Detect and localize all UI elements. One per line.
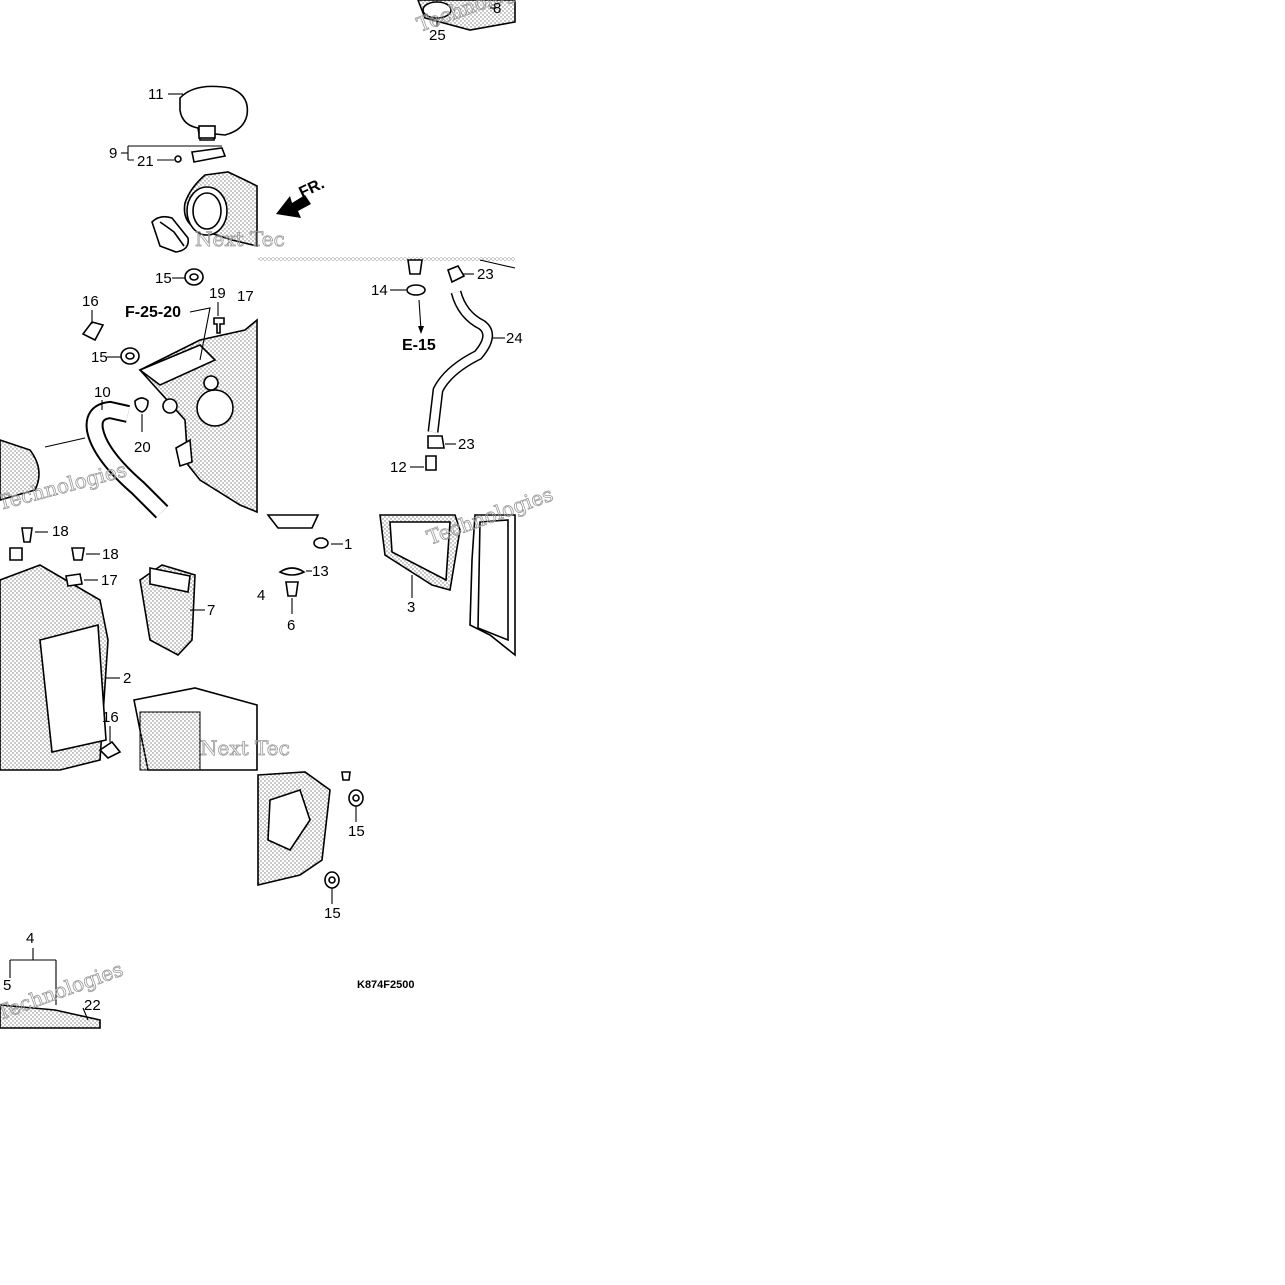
callout-20: 20 <box>134 439 151 456</box>
callout-11: 11 <box>148 86 164 103</box>
tile-breather-hose <box>258 257 516 471</box>
callout-12: 12 <box>390 459 407 476</box>
callout-23-top: 23 <box>477 266 494 283</box>
tile-cover-fragment <box>257 771 364 904</box>
part-11-cover <box>179 85 249 141</box>
callout-18-mid: 18 <box>102 546 119 563</box>
callout-4-mid: 4 <box>257 587 265 604</box>
part-12-fitting <box>425 455 437 471</box>
part-1-cap <box>313 537 329 549</box>
tile-filter-cover <box>266 514 516 657</box>
callout-24: 24 <box>506 330 523 347</box>
callout-23-bottom: 23 <box>458 436 475 453</box>
part-20-clamp <box>134 397 149 413</box>
callout-6: 6 <box>287 617 295 634</box>
callout-21: 21 <box>137 153 154 170</box>
tile-top-fragment <box>417 0 516 31</box>
callout-13: 13 <box>312 563 329 580</box>
callout-15-cover-lower: 15 <box>324 905 341 922</box>
callout-15-mid: 15 <box>91 349 108 366</box>
tile-airbox-upper <box>0 268 258 519</box>
callout-16-top: 16 <box>82 293 99 310</box>
tile-intake-duct <box>121 85 311 253</box>
callout-18-top: 18 <box>52 523 69 540</box>
callout-4-bottom: 4 <box>26 930 34 947</box>
callout-17-top: 17 <box>237 288 254 305</box>
part-16-lower-grommet <box>98 740 122 759</box>
callout-15-top: 15 <box>155 270 172 287</box>
callout-17-mid: 17 <box>101 572 118 589</box>
callout-25: 25 <box>429 27 446 44</box>
callout-14: 14 <box>371 282 388 299</box>
diagram-code: K874F2500 <box>357 979 415 991</box>
callout-8: 8 <box>493 0 501 17</box>
reference-e-15: E-15 <box>402 337 436 354</box>
svg-text:Next Tec: Next Tec <box>195 227 285 251</box>
reference-f-25-20: F-25-20 <box>125 304 181 321</box>
callout-2: 2 <box>123 670 131 687</box>
callout-1: 1 <box>344 536 352 553</box>
callout-22: 22 <box>84 997 101 1014</box>
callout-19: 19 <box>209 285 226 302</box>
callout-3: 3 <box>407 599 415 616</box>
part-14-clamp <box>406 284 426 296</box>
callout-9: 9 <box>109 145 117 162</box>
part-6-plug <box>285 581 299 597</box>
callout-5: 5 <box>3 977 11 994</box>
part-16-grommet <box>81 321 105 342</box>
part-9-bracket <box>191 147 227 163</box>
callout-10: 10 <box>94 384 111 401</box>
front-direction-arrow <box>276 195 311 218</box>
tile-bottom-fragment <box>0 948 101 1029</box>
callout-15-cover-upper: 15 <box>348 823 365 840</box>
callout-16-bottom: 16 <box>102 709 119 726</box>
front-direction-label: FR. <box>297 175 328 201</box>
tile-airbox-lower <box>0 527 258 771</box>
callout-7: 7 <box>207 602 215 619</box>
part-19-bolt <box>213 317 225 334</box>
svg-text:Next Tec: Next Tec <box>200 736 290 760</box>
part-13-clamp <box>278 567 306 576</box>
